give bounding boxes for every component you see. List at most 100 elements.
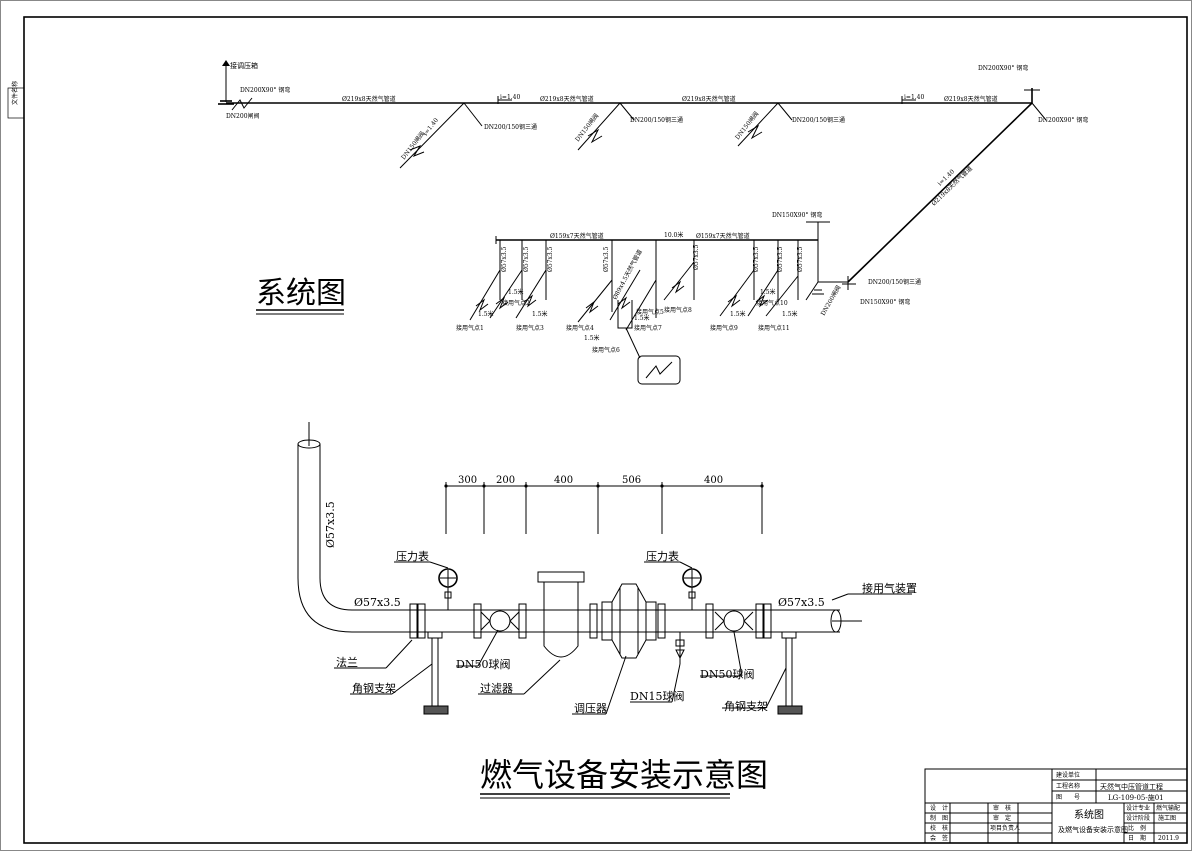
- main-pipeline-labels: 接调压箱 DN200X90° 钢弯 DN200闸阀 Ø219x8天然气管道 Ø2…: [226, 61, 1088, 317]
- label-header-left: Ø159x7天然气管道: [550, 232, 604, 240]
- ball-valve-right: [714, 610, 754, 632]
- label-valve-dn200: DN200闸阀: [226, 112, 260, 120]
- label-h15-2: 1.5米: [478, 310, 494, 318]
- label-branch-f: Ø57x3.5: [753, 246, 760, 272]
- label-elbow-tr: DN200X90° 钢弯: [978, 64, 1028, 72]
- installation-diagram: 300 200 400 506 400: [297, 422, 917, 715]
- label-slope-3: i=1.40: [422, 117, 440, 137]
- label-support-left: 角钢支架: [352, 682, 396, 695]
- label-tee-2: DN200/150钢三通: [630, 116, 683, 124]
- tb-drawing-name-2: 及燃气设备安装示意图: [1058, 825, 1128, 834]
- flanges: [409, 603, 772, 639]
- tb-role-check: 校 核: [930, 824, 948, 832]
- label-pt3: 接用气点3: [516, 324, 544, 332]
- tb-scale-label: 比 例: [1128, 824, 1146, 832]
- title-block: [924, 768, 1188, 844]
- label-support-right: 角钢支架: [724, 700, 768, 713]
- dim-2: 200: [496, 475, 515, 486]
- tb-role-design: 设 计: [930, 804, 948, 812]
- tb-build-unit-label: 建设单位: [1056, 771, 1080, 779]
- label-pt5: 接用气点5: [636, 308, 664, 316]
- label-pipe-2: Ø219x8天然气管道: [540, 95, 594, 103]
- label-gauge-left: 压力表: [396, 549, 429, 563]
- label-pipe-left: Ø57x3.5: [354, 596, 401, 609]
- tb-project-label: 工程名称: [1056, 782, 1080, 790]
- main-pipeline: [218, 60, 1047, 283]
- label-branch-h: Ø57x3.5: [797, 246, 804, 272]
- label-h15-6: 1.5米: [760, 288, 776, 296]
- label-pipe-3: Ø219x8天然气管道: [682, 95, 736, 103]
- label-pt2: 接用气点2: [502, 299, 530, 307]
- dim-4: 506: [622, 475, 641, 486]
- label-pt8: 接用气点8: [664, 306, 692, 314]
- label-elbow-dn150-b: DN150X90° 钢弯: [860, 298, 910, 306]
- label-gauge-right: 压力表: [646, 549, 679, 563]
- label-branch-a: Ø57x3.5: [501, 246, 508, 272]
- label-pipe-4: Ø219x8天然气管道: [944, 95, 998, 103]
- label-outlet: 接用气装置: [862, 581, 917, 595]
- label-filter: 过滤器: [480, 682, 513, 695]
- tb-date-value: 2011.9: [1158, 835, 1179, 842]
- tb-design-stage-value: 施工图: [1158, 814, 1176, 822]
- dim-3: 400: [554, 475, 573, 486]
- tb-design-major-value: 燃气输配: [1156, 804, 1180, 812]
- label-elbow-r: DN200X90° 钢弯: [1038, 116, 1088, 124]
- label-pt4: 接用气点4: [566, 324, 594, 332]
- tb-role-audit: 审 定: [993, 814, 1011, 822]
- dimension-ticks: [444, 482, 764, 534]
- angle-supports: [423, 631, 803, 715]
- label-valve-dn200-b: DN200闸阀: [819, 284, 843, 317]
- label-slope-1: i=1.40: [500, 94, 520, 101]
- label-riser-pipe: Ø57x3.5: [324, 501, 337, 548]
- label-branch-valve-2: DN150闸阀: [573, 112, 600, 143]
- pressure-gauge-right: [682, 568, 702, 610]
- label-height: 10.0米: [664, 231, 683, 239]
- branch-header: [469, 221, 856, 385]
- side-stamp: 文件名称: [11, 81, 19, 105]
- tb-role-approve: 会 签: [930, 834, 948, 842]
- label-branch-b: Ø57x3.5: [523, 246, 530, 272]
- label-flange: 法兰: [336, 655, 358, 669]
- label-pt11: 接用气点11: [758, 324, 790, 332]
- tb-role-draw: 制 图: [930, 814, 948, 822]
- label-drain-valve: DN15球阀: [630, 689, 684, 703]
- label-inlet: 接调压箱: [230, 61, 258, 70]
- label-pt10: 接用气点10: [756, 299, 788, 307]
- tb-design-major-label: 设计专业: [1126, 804, 1150, 812]
- label-ball-valve-left: DN50球阀: [456, 657, 510, 671]
- label-header-right: Ø159x7天然气管道: [696, 232, 750, 240]
- tb-drawing-name-1: 系统图: [1074, 808, 1104, 821]
- tb-role-review: 审 核: [993, 804, 1011, 812]
- title-block-text: 建设单位 工程名称 天然气中压管道工程 图 号 LG-109-05-施01 系统…: [930, 771, 1180, 842]
- label-tee-3: DN200/150钢三通: [792, 116, 845, 124]
- drain-valve: [675, 632, 685, 664]
- label-tee-right: DN200/150钢三通: [868, 278, 921, 286]
- label-tee-1: DN200/150钢三通: [484, 123, 537, 131]
- system-title: 系统图: [256, 276, 346, 311]
- label-h15-1: 1.5米: [508, 288, 524, 296]
- ball-valve-left: [480, 610, 520, 632]
- tb-design-stage-label: 设计阶段: [1126, 814, 1150, 822]
- tb-project-value: 天然气中压管道工程: [1100, 782, 1163, 791]
- label-pipe-1: Ø219x8天然气管道: [342, 95, 396, 103]
- label-h15-4: 1.5米: [634, 314, 650, 322]
- tb-drawing-no-label: 图 号: [1056, 794, 1080, 801]
- label-branch-g: Ø57x3.5: [777, 246, 784, 272]
- tb-date-label: 日 期: [1128, 834, 1146, 842]
- label-ball-valve-right: DN50球阀: [700, 667, 754, 681]
- label-pt7: 接用气点7: [634, 324, 662, 332]
- label-regulator: 调压器: [574, 702, 607, 715]
- tb-drawing-no-value: LG-109-05-施01: [1108, 793, 1164, 802]
- leaders: [334, 561, 912, 715]
- label-h15-5: 1.5米: [584, 334, 600, 342]
- label-h15-3: 1.5米: [532, 310, 548, 318]
- label-pt9: 接用气点9: [710, 324, 738, 332]
- pipe-run: [420, 609, 862, 633]
- label-h15-8: 1.5米: [782, 310, 798, 318]
- label-elbow-tl: DN200X90° 钢弯: [240, 86, 290, 94]
- pressure-gauge-left: [438, 568, 458, 610]
- label-h15-7: 1.5米: [730, 310, 746, 318]
- label-elbow-dn150: DN150X90° 钢弯: [772, 211, 822, 219]
